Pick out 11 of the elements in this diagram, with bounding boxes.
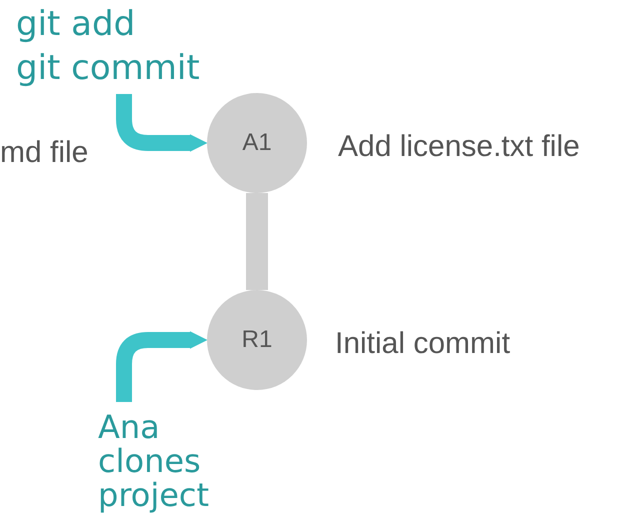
- arrow: [116, 94, 208, 152]
- arrow: [116, 331, 208, 402]
- commit-id: R1: [242, 325, 272, 355]
- commit-message: Initial commit: [335, 326, 510, 362]
- cut-off-label: md file: [0, 135, 88, 171]
- connector-line: [246, 193, 268, 290]
- step-text: Ana clones project: [98, 410, 210, 512]
- commit-id: A1: [242, 128, 272, 158]
- commit-message: Add license.txt file: [338, 129, 580, 165]
- step-text: git commit: [16, 47, 200, 90]
- step-text: git add: [16, 3, 136, 46]
